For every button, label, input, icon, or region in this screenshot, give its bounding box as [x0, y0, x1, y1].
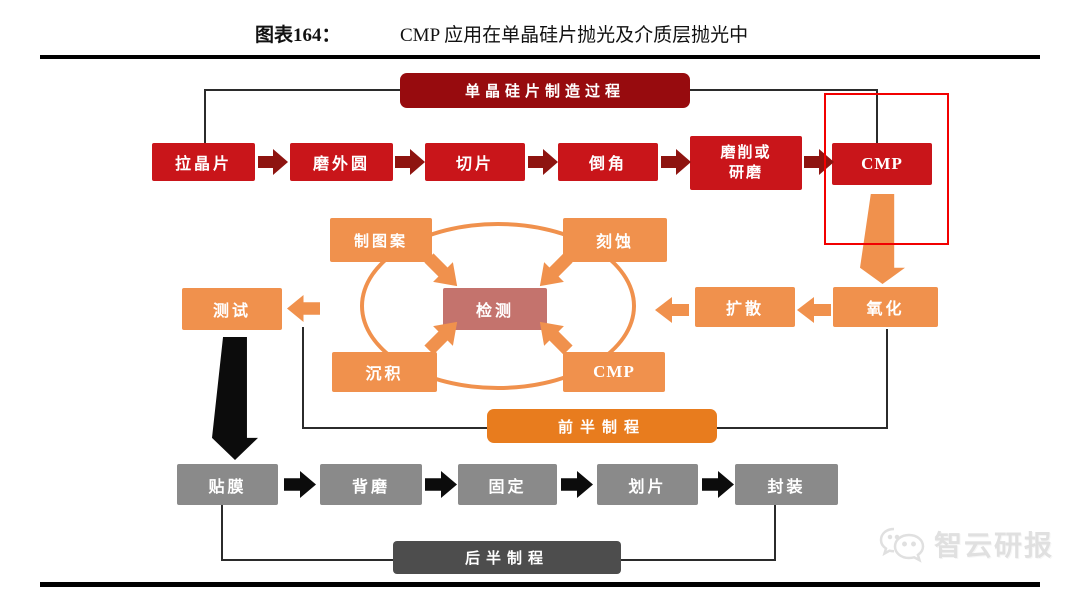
- arrow-down-icon: [212, 337, 258, 460]
- box-backgrind: 背磨: [320, 464, 422, 505]
- watermark: 智云研报: [878, 524, 1054, 564]
- box-etching: 刻蚀: [563, 218, 667, 262]
- arrow-left-icon: [655, 297, 689, 323]
- arrow-left-icon: [797, 297, 831, 323]
- connector-line: [717, 427, 888, 429]
- arrow-right-icon: [395, 149, 425, 175]
- arrow-right-icon: [284, 471, 316, 498]
- header-rule: [40, 55, 1040, 59]
- arrow-right-icon: [425, 471, 457, 498]
- connector-line: [302, 327, 304, 429]
- connector-line: [204, 89, 206, 143]
- figure-title: CMP 应用在单晶硅片抛光及介质层抛光中: [400, 25, 749, 46]
- banner-front-end: 前半制程: [487, 409, 717, 443]
- box-packaging: 封装: [735, 464, 838, 505]
- box-lapping: 磨削或研磨: [690, 136, 802, 190]
- connector-line: [876, 89, 878, 143]
- arrow-right-icon: [561, 471, 593, 498]
- banner-wafer-process: 单晶硅片制造过程: [400, 73, 690, 108]
- box-oxidation: 氧化: [833, 287, 938, 327]
- connector-line: [774, 505, 776, 561]
- box-patterning: 制图案: [330, 218, 432, 262]
- arrow-right-icon: [661, 149, 691, 175]
- connector-line: [204, 89, 400, 91]
- box-slicing: 切片: [425, 143, 525, 181]
- box-inspection: 检测: [443, 288, 547, 330]
- box-taping: 贴膜: [177, 464, 278, 505]
- box-cmp-wafer: CMP: [832, 143, 932, 185]
- box-diffusion: 扩散: [695, 287, 795, 327]
- box-deposition: 沉积: [332, 352, 437, 392]
- box-test: 测试: [182, 288, 282, 330]
- arrow-right-icon: [258, 149, 288, 175]
- figure-label: 图表164：: [255, 25, 341, 46]
- box-mounting: 固定: [458, 464, 557, 505]
- connector-line: [221, 505, 223, 561]
- connector-line: [302, 427, 488, 429]
- box-lapping-label: 磨削或研磨: [720, 143, 772, 181]
- connector-line: [886, 329, 888, 429]
- connector-line: [690, 89, 878, 91]
- banner-back-end: 后半制程: [393, 541, 621, 574]
- cmp-highlight-rect: [824, 93, 949, 245]
- box-dicing: 划片: [597, 464, 698, 505]
- arrow-right-icon: [528, 149, 558, 175]
- footer-rule: [40, 582, 1040, 587]
- connector-line: [221, 559, 393, 561]
- process-cycle-ellipse: [360, 222, 636, 390]
- watermark-label: 智云研报: [934, 530, 1055, 561]
- box-cmp-fab: CMP: [563, 352, 665, 392]
- box-edge-grind: 磨外圆: [290, 143, 393, 181]
- box-chamfer: 倒角: [558, 143, 658, 181]
- chat-bubbles-icon: [878, 525, 926, 563]
- arrow-left-icon: [287, 295, 320, 322]
- box-pull-ingot: 拉晶片: [152, 143, 255, 181]
- connector-line: [621, 559, 776, 561]
- arrow-right-icon: [702, 471, 734, 498]
